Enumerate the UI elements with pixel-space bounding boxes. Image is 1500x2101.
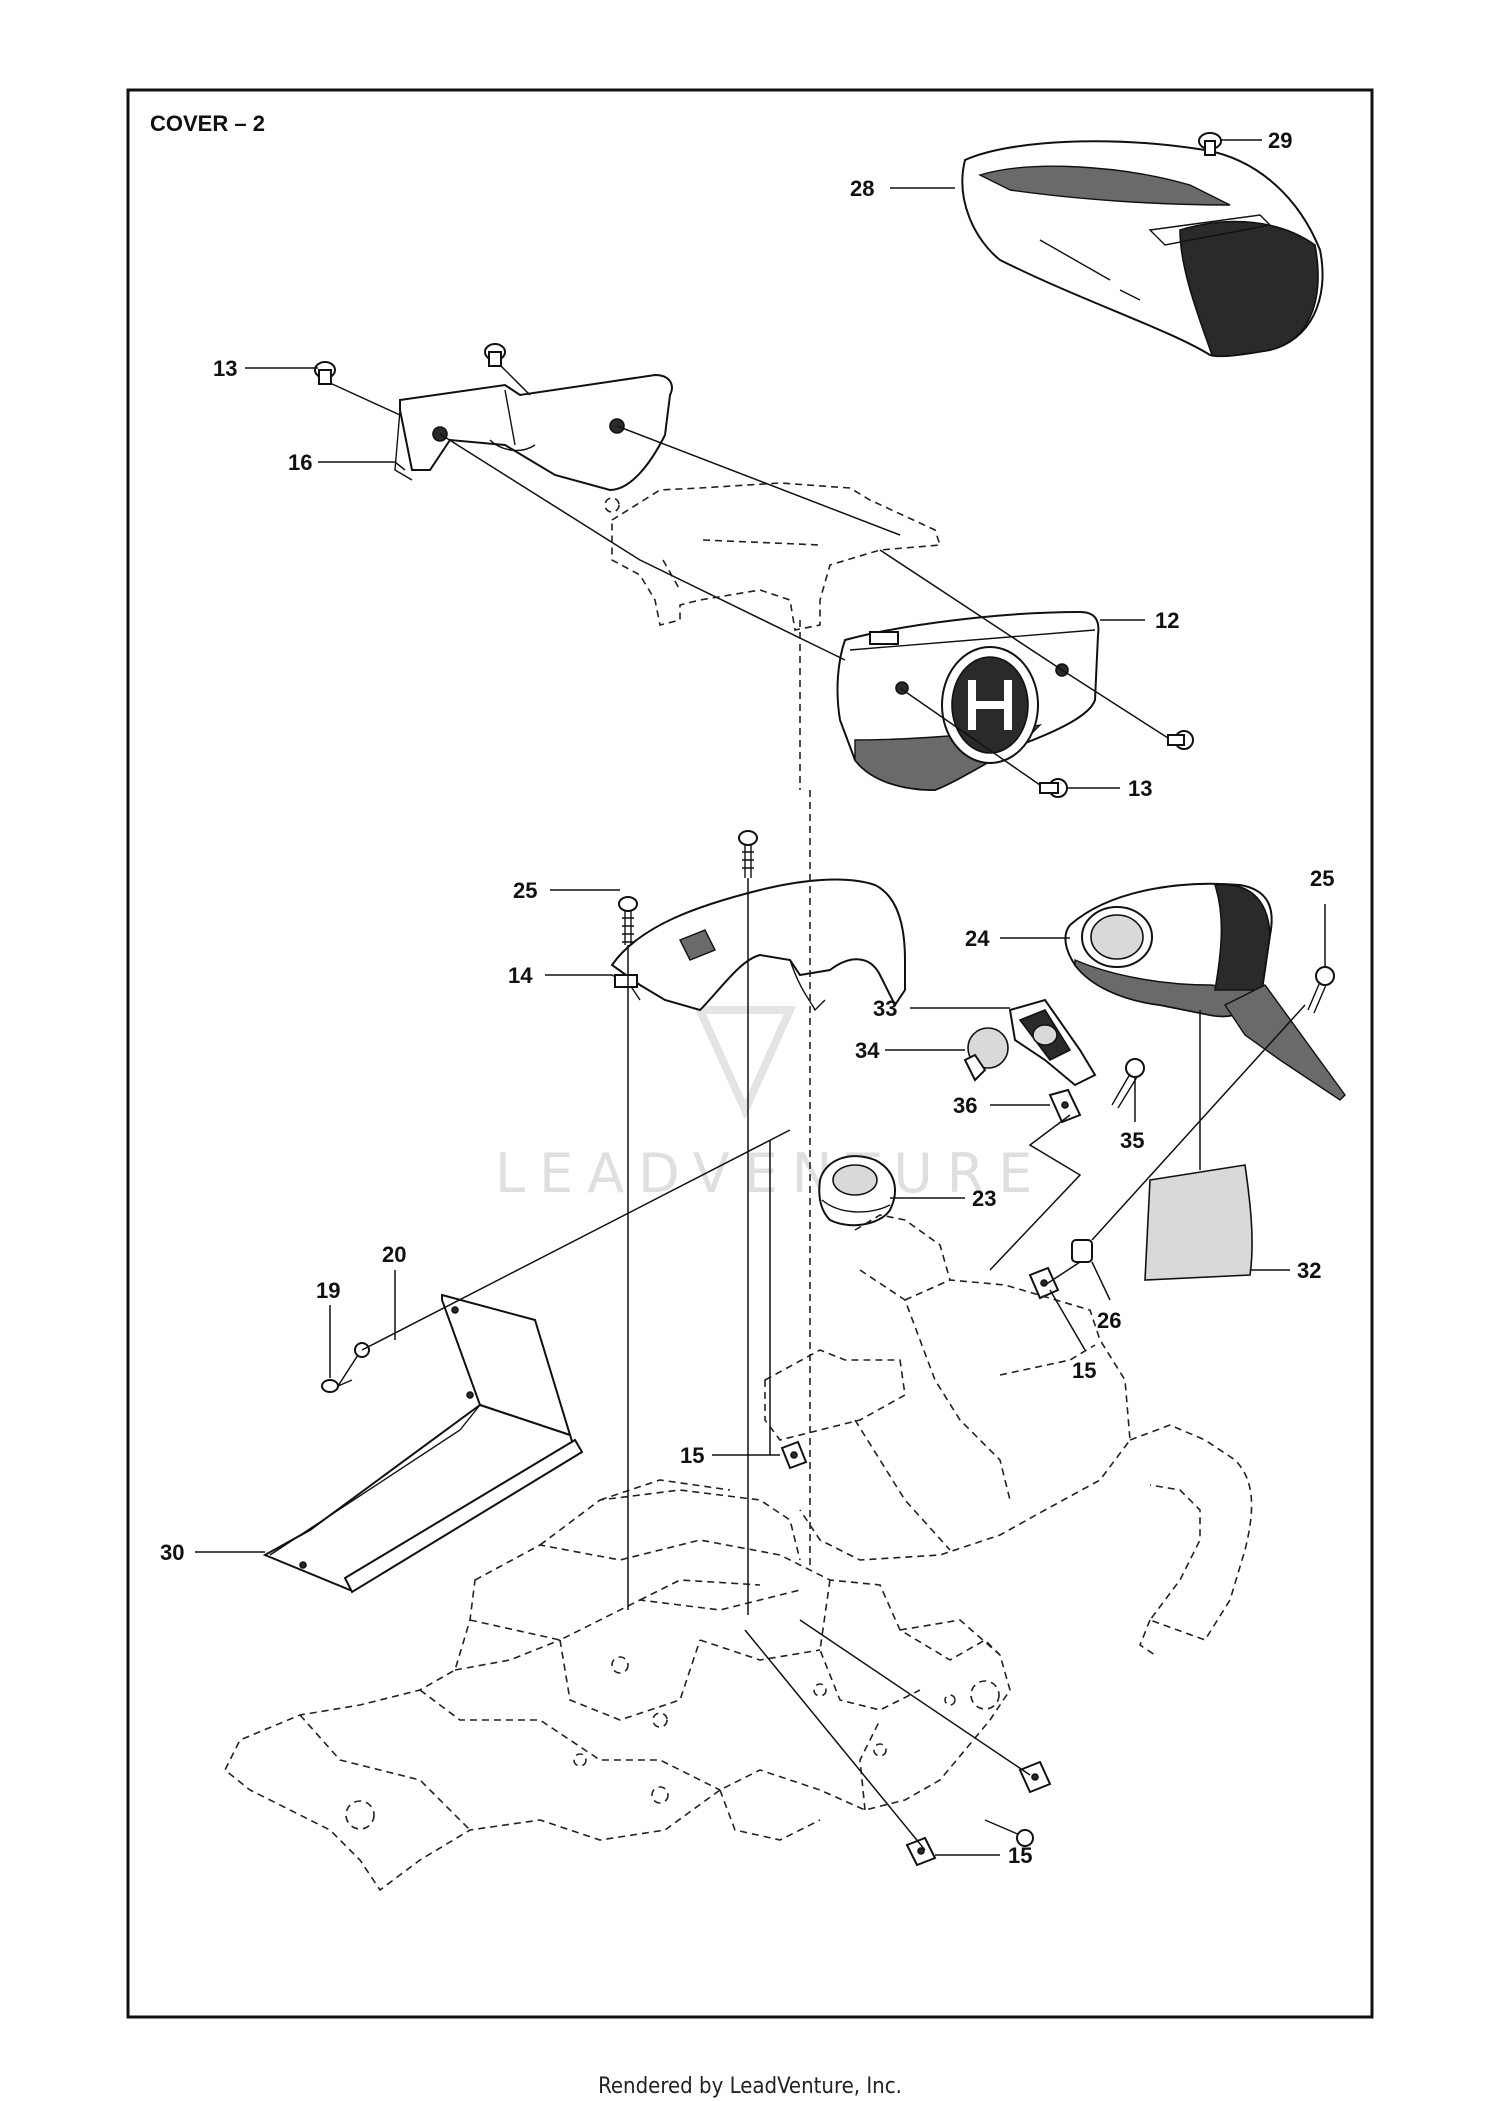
callout-23: 23 <box>972 1186 996 1211</box>
part-24-tank-cover <box>1064 882 1346 1101</box>
part-30-plate <box>262 1293 584 1594</box>
part-13-screw-lower-left <box>1039 778 1068 798</box>
part-23-filler-neck <box>818 1155 896 1227</box>
part-36-clip <box>1048 1088 1082 1124</box>
assembly-lines <box>329 364 1306 1851</box>
callout-30: 30 <box>160 1540 184 1565</box>
callout-14: 14 <box>508 963 533 988</box>
part-25-screw-left <box>618 896 638 945</box>
callout-20: 20 <box>382 1242 406 1267</box>
footer-credit: Rendered by LeadVenture, Inc. <box>598 2074 902 2099</box>
part-28-top-cover <box>961 140 1324 358</box>
part-35-screw <box>1111 1058 1145 1109</box>
part-33-fuel-gauge <box>1008 998 1097 1087</box>
part-19-screw <box>321 1379 353 1393</box>
callout-15-b: 15 <box>680 1443 704 1468</box>
part-15-clip-bottom-right <box>1018 1760 1052 1794</box>
diagram-border <box>126 88 1374 2019</box>
callout-16: 16 <box>288 450 312 475</box>
part-29-screw <box>1198 132 1222 156</box>
callout-26: 26 <box>1097 1308 1121 1333</box>
diagram-title: COVER – 2 <box>150 111 265 136</box>
part-13-screw-lower-right <box>1167 730 1194 750</box>
part-13-screw-upper-left <box>314 361 336 385</box>
part-13-screw-upper-mid <box>484 343 506 367</box>
part-34-knob <box>963 1027 1009 1082</box>
watermark: LEADVENTURE <box>495 1006 1046 1205</box>
callout-13-a: 13 <box>213 356 237 381</box>
part-16-bracket <box>394 373 673 492</box>
callout-labels: 28 29 13 16 12 13 25 14 24 25 33 34 35 3… <box>160 128 1334 1868</box>
part-14-rear-cover <box>610 878 906 1012</box>
callout-32: 32 <box>1297 1258 1321 1283</box>
callout-35: 35 <box>1120 1128 1144 1153</box>
part-15-clip-bottom <box>905 1836 937 1867</box>
callout-15-c: 15 <box>1008 1843 1032 1868</box>
part-25-screw-top <box>738 830 758 878</box>
callout-36: 36 <box>953 1093 977 1118</box>
part-25-screw-right <box>1307 966 1335 1014</box>
watermark-text: LEADVENTURE <box>495 1142 1046 1205</box>
callout-13-b: 13 <box>1128 776 1152 801</box>
callout-19: 19 <box>316 1278 340 1303</box>
callout-leaders <box>195 139 1326 1856</box>
callout-15-a: 15 <box>1072 1358 1096 1383</box>
callout-25-b: 25 <box>1310 866 1334 891</box>
callout-12: 12 <box>1155 608 1179 633</box>
part-26-sleeve <box>1071 1239 1093 1263</box>
callout-24: 24 <box>965 926 990 951</box>
callout-34: 34 <box>855 1038 880 1063</box>
callout-33: 33 <box>873 996 897 1021</box>
part-12-console-cover <box>836 610 1100 792</box>
part-15-clip-center <box>780 1440 808 1470</box>
callout-29: 29 <box>1268 128 1292 153</box>
callout-28: 28 <box>850 176 874 201</box>
callout-25-a: 25 <box>513 878 537 903</box>
part-32-pad <box>1144 1164 1253 1281</box>
